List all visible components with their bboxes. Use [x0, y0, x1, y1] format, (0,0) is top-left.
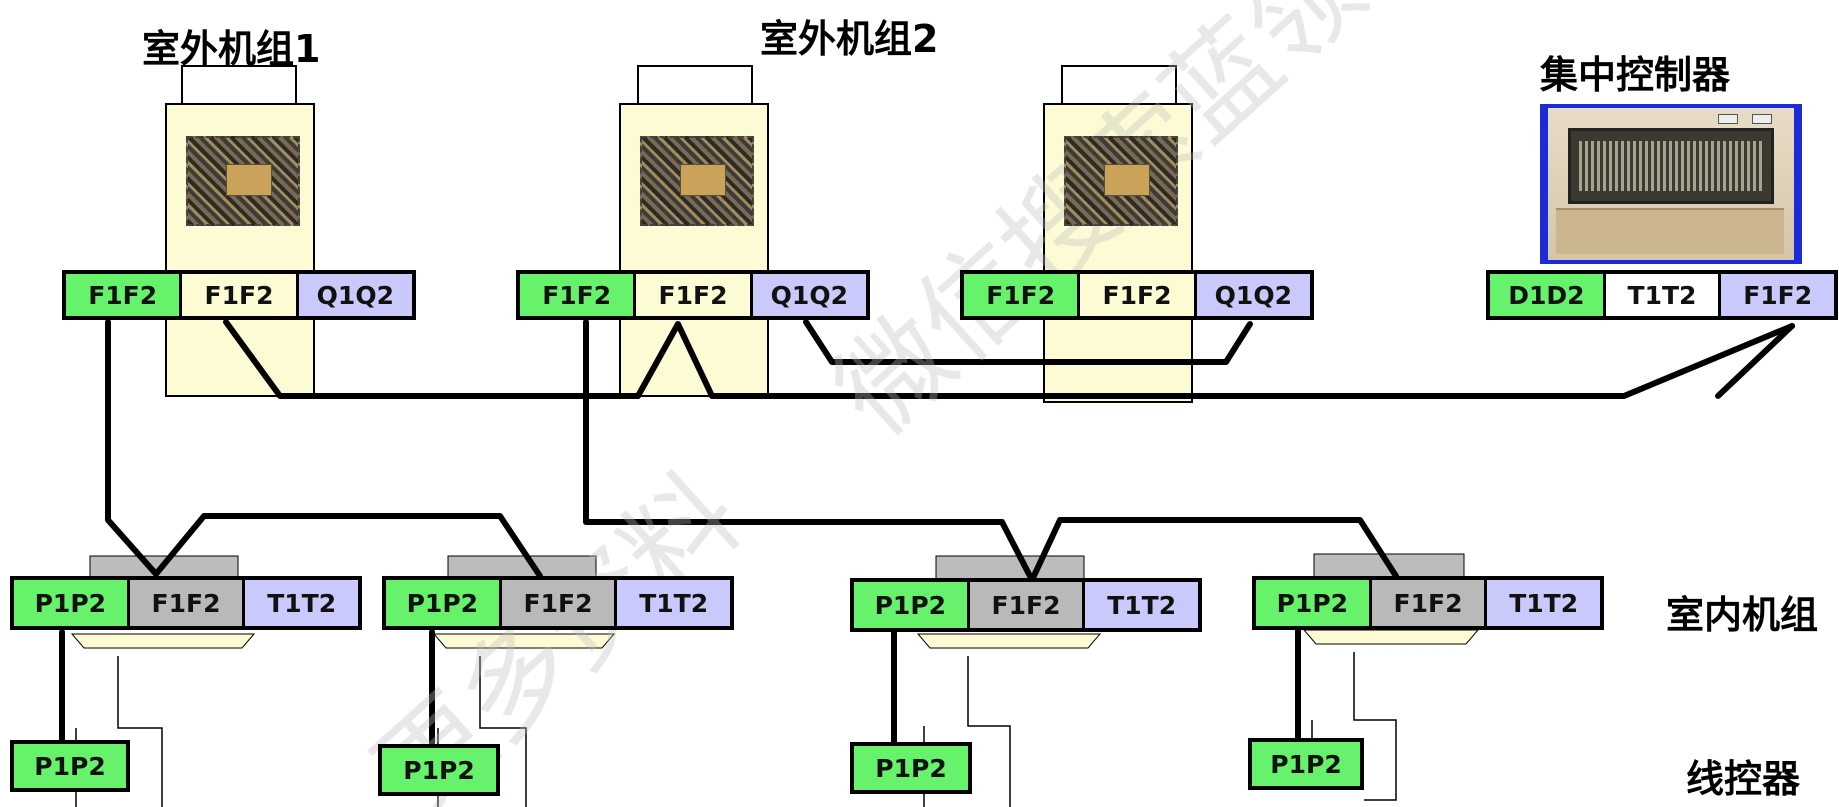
- terminal-q1q2: Q1Q2: [752, 274, 866, 316]
- central-controller-image: [1540, 104, 1802, 264]
- terminal-t1t2: T1T2: [1487, 580, 1601, 626]
- outdoor-unit-2-body: [619, 65, 769, 397]
- outdoor-unit-2-pcb-image: [640, 136, 754, 226]
- remote-controller-bodies: [75, 652, 1397, 807]
- terminal-f1f2: F1F2: [969, 582, 1086, 628]
- outdoor-unit-1-pcb-image: [186, 136, 300, 226]
- wired-controller-3-terminal: P1P2: [850, 742, 972, 794]
- terminal-p1p2: P1P2: [14, 580, 130, 626]
- terminal-f1f2: F1F2: [1371, 580, 1488, 626]
- wired-controller-2-terminal: P1P2: [378, 744, 500, 796]
- central-controller-label: 集中控制器: [1540, 53, 1731, 97]
- terminal-f1f2-outdoor: F1F2: [636, 274, 753, 316]
- terminal-q1q2: Q1Q2: [298, 274, 412, 316]
- terminal-p1p2: P1P2: [1256, 580, 1372, 626]
- terminal-f1f2: F1F2: [129, 580, 246, 626]
- terminal-f1f2-outdoor: F1F2: [1080, 274, 1197, 316]
- outdoor-unit-1-label: 室外机组1: [142, 27, 321, 71]
- indoor-unit-1-terminal-block: P1P2 F1F2 T1T2: [10, 576, 362, 630]
- outdoor-unit-3-pcb-image: [1064, 136, 1178, 226]
- terminal-t1t2: T1T2: [1085, 582, 1199, 628]
- indoor-units-label: 室内机组: [1666, 593, 1819, 637]
- terminal-d1d2: D1D2: [1490, 274, 1606, 316]
- outdoor-unit-2-label: 室外机组2: [760, 17, 939, 61]
- terminal-f1f2-indoor: F1F2: [66, 274, 183, 316]
- wired-controller-1-terminal: P1P2: [10, 740, 130, 792]
- terminal-f1f2: F1F2: [1721, 274, 1835, 316]
- terminal-f1f2-indoor: F1F2: [964, 274, 1081, 316]
- terminal-t1t2: T1T2: [1605, 274, 1722, 316]
- wired-controller-4-terminal: P1P2: [1248, 738, 1364, 790]
- terminal-t1t2: T1T2: [245, 580, 359, 626]
- terminal-p1p2: P1P2: [386, 580, 502, 626]
- indoor-unit-3-terminal-block: P1P2 F1F2 T1T2: [850, 578, 1202, 632]
- outdoor-unit-2-terminal-block: F1F2 F1F2 Q1Q2: [516, 270, 870, 320]
- outdoor-unit-3-terminal-block: F1F2 F1F2 Q1Q2: [960, 270, 1314, 320]
- outdoor-unit-1-terminal-block: F1F2 F1F2 Q1Q2: [62, 270, 416, 320]
- outdoor-unit-1-body: [165, 65, 315, 397]
- watermark: 微信搜索蓝领 更多资料: [352, 0, 1388, 807]
- indoor-unit-2-terminal-block: P1P2 F1F2 T1T2: [382, 576, 734, 630]
- indoor-unit-4-terminal-block: P1P2 F1F2 T1T2: [1252, 576, 1604, 630]
- terminal-f1f2-outdoor: F1F2: [182, 274, 299, 316]
- central-controller-terminal-block: D1D2 T1T2 F1F2: [1486, 270, 1838, 320]
- terminal-p1p2: P1P2: [854, 582, 970, 628]
- terminal-f1f2: F1F2: [501, 580, 618, 626]
- terminal-f1f2-indoor: F1F2: [520, 274, 637, 316]
- terminal-t1t2: T1T2: [617, 580, 731, 626]
- wired-controllers-label: 线控器: [1686, 757, 1801, 801]
- terminal-q1q2: Q1Q2: [1196, 274, 1310, 316]
